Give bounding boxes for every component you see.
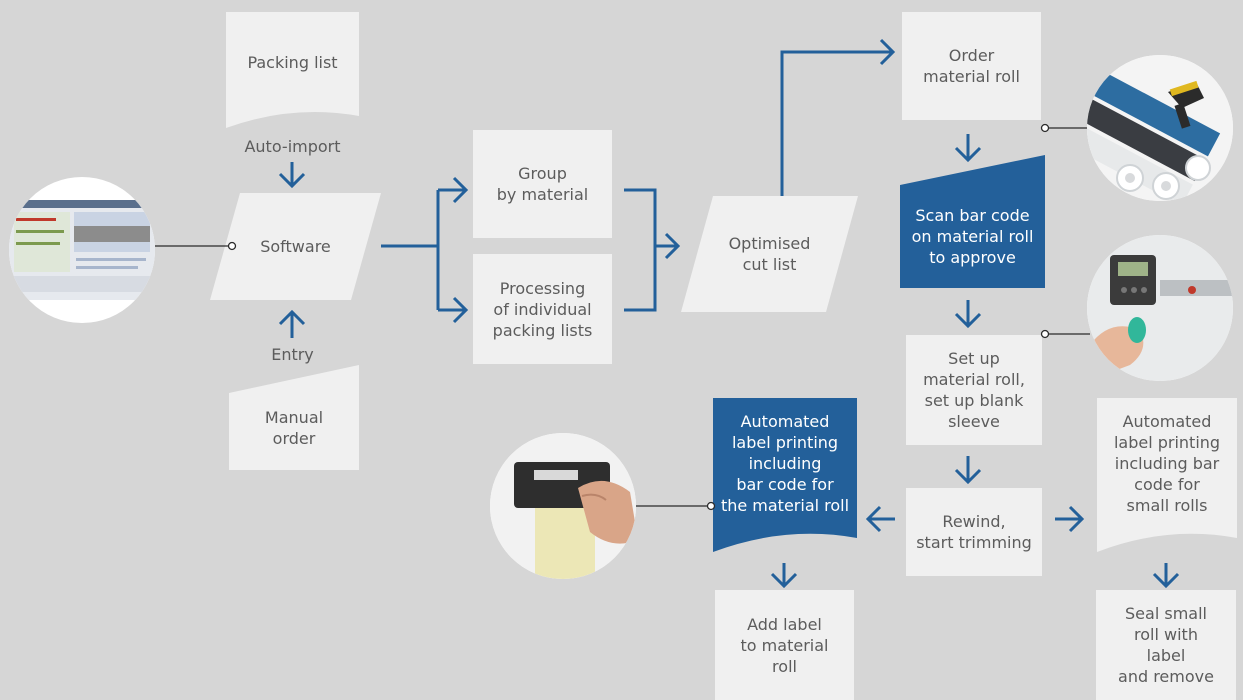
software-screenshot-photo [9,177,155,323]
entry-label: Entry [271,345,314,364]
optimised-cut-list-shape [681,196,858,312]
connector-software-to-processing [381,190,440,310]
processing-packing-lists-box [473,254,612,364]
order-material-roll-box [902,12,1041,120]
automated-label-material-roll-shape [713,398,857,552]
processing-packing-lists-label: Processing of individual packing lists [492,278,593,340]
add-label-box [715,590,854,700]
arrow-label-to-seal [1152,563,1180,589]
seal-small-roll-box [1096,590,1236,700]
software-label: Software [260,237,331,256]
seal-small-roll-label: Seal small roll with label and remove [1118,604,1214,686]
scan-bar-code-shape [900,155,1045,288]
manual-order-label: Manual order [264,408,324,448]
arrow-order-to-scan [954,134,982,163]
bracket-merge [624,188,681,312]
arrow-scan-to-setup [954,300,982,329]
software-input-shape [210,193,381,300]
connector-cutlist-to-order [780,38,896,196]
order-material-roll-label: Order material roll [923,46,1020,86]
packing-list-document-shape [226,12,359,128]
group-by-material-label: Group by material [496,164,589,204]
arrow-to-group [438,176,469,204]
rewind-start-trimming-label: Rewind, start trimming [916,512,1032,552]
arrow-setup-to-rewind [954,456,982,485]
scan-bar-code-label: Scan bar code on material roll to approv… [911,206,1034,267]
rewind-start-trimming-box [906,488,1042,576]
arrow-rewind-to-label-left [865,505,895,533]
set-up-material-roll-label: Set up material roll, set up blank sleev… [923,349,1025,431]
control-panel-photo [1087,235,1233,381]
leader-dot-printer [706,501,716,511]
group-by-material-box [473,130,612,238]
leader-dot-software [227,241,237,251]
automated-label-small-rolls-shape [1097,398,1237,552]
auto-import-label: Auto-import [244,137,341,156]
arrow-auto-import [278,162,306,189]
arrow-label-to-add [770,563,798,589]
packing-list-label: Packing list [247,52,338,72]
manual-order-shape [229,365,359,470]
scanner-and-rolls-photo [1087,55,1233,201]
arrow-to-processing [438,296,469,324]
automated-label-small-rolls-label: Automated label printing including bar c… [1113,411,1221,515]
optimised-cut-list-label: Optimised cut list [728,234,811,274]
arrow-entry [278,309,306,338]
add-label-label: Add label to material roll [740,614,829,676]
leader-dot-control [1040,329,1050,339]
automated-label-material-roll-label: Automated label printing including bar c… [720,411,850,515]
label-printer-photo [490,433,636,579]
set-up-material-roll-box [906,335,1042,445]
arrow-rewind-to-label-right [1055,505,1085,533]
leader-dot-scanner [1040,123,1050,133]
